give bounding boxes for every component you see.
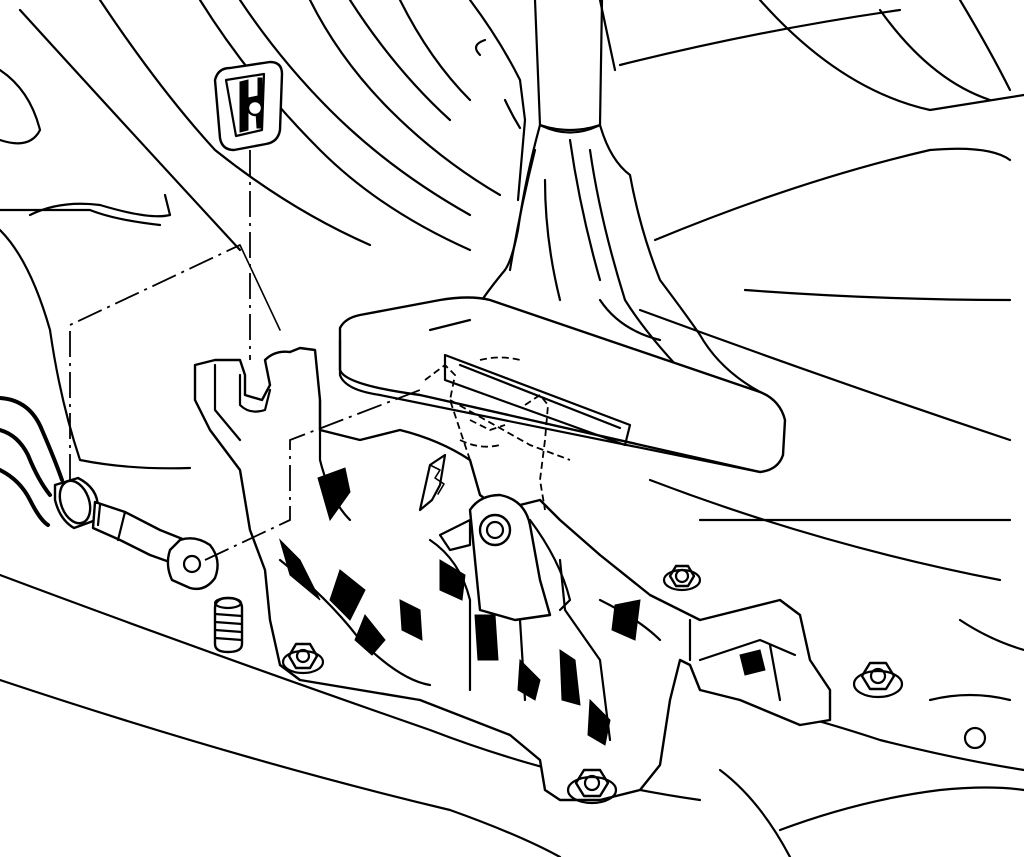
- cable-end-pin-spring: [166, 537, 244, 654]
- mounting-bolt: [281, 642, 325, 675]
- shift-cable: [0, 396, 187, 567]
- mounting-bolt: [852, 661, 904, 699]
- console-bezel-plate: [338, 296, 787, 474]
- cable-retaining-clip: [213, 60, 284, 152]
- shift-lever-knob-shaft: [533, 0, 604, 134]
- hidden-detent-linkage: [418, 356, 571, 512]
- mounting-bolt: [566, 768, 618, 805]
- exploded-view-leaders: [69, 150, 421, 561]
- shifter-base-bracket: [193, 346, 832, 802]
- mounting-bolt: [662, 564, 702, 592]
